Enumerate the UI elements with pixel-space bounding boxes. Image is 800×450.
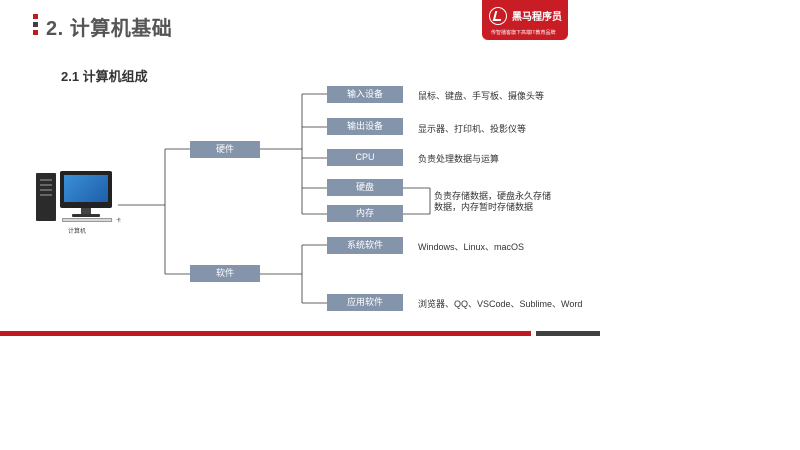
footer-gray-bar [536,331,600,336]
desc-system-software: Windows、Linux、macOS [418,242,525,252]
computer-small-mark: 卡 [116,218,122,224]
node-input-device: 输入设备 [327,86,403,103]
logo-name: 黑马程序员 [512,12,562,23]
logo-emblem-icon [489,7,507,25]
pc-tower-icon [36,173,56,221]
section-title: 2.1 计算机组成 [61,69,148,84]
node-system-software: 系统软件 [327,237,403,254]
node-hard-disk: 硬盘 [327,179,403,196]
page-title: 2. 计算机基础 [46,18,173,40]
desc-cpu: 负责处理数据与运算 [418,154,500,164]
logo-tagline: 传智播客旗下高端IT教育品牌 [491,30,556,36]
node-application-software: 应用软件 [327,294,403,311]
node-output-device: 输出设备 [327,118,403,135]
keyboard-icon [62,218,112,222]
node-software: 软件 [190,265,260,282]
desc-application-software: 浏览器、QQ、VSCode、Sublime、Word [418,299,583,309]
brand-logo: 黑马程序员 传智播客旗下高端IT教育品牌 [482,0,568,40]
footer-red-bar [0,331,531,336]
desc-input-device: 鼠标、键盘、手写板、摄像头等 [418,91,545,101]
node-hardware: 硬件 [190,141,260,158]
desc-storage: 负责存储数据，硬盘永久存储数据，内存暂时存储数据 [434,191,552,212]
title-decoration [33,14,38,36]
computer-icon: 计算机 卡 [34,170,124,235]
node-memory: 内存 [327,205,403,222]
monitor-icon [60,171,112,208]
computer-label: 计算机 [68,229,87,235]
desc-output-device: 显示器、打印机、投影仪等 [418,124,527,134]
node-cpu: CPU [327,149,403,166]
